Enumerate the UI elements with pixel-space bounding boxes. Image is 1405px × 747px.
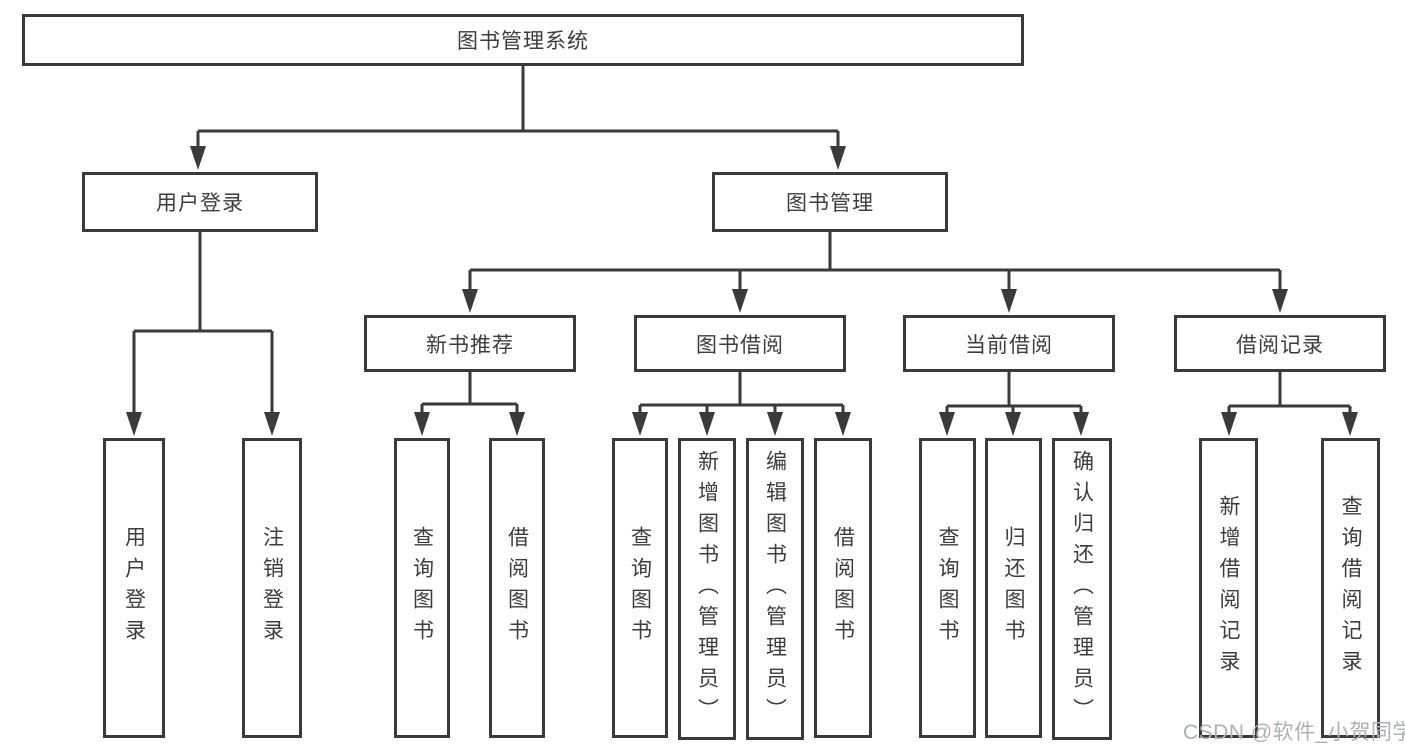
leaf-return-books-label: 归还图书 (1002, 526, 1025, 650)
node-new-book-recommendation: 新书推荐 (364, 315, 576, 372)
leaf-edit-books-admin-label: 编辑图书（管理员） (763, 449, 787, 729)
node-library-management-system: 图书管理系统 (22, 14, 1024, 66)
leaf-query-books-borrow: 查询图书 (612, 438, 668, 738)
node-current-borrowing: 当前借阅 (903, 315, 1115, 372)
leaf-borrow-books: 借阅图书 (814, 438, 872, 738)
leaf-borrow-books-recommend: 借阅图书 (489, 438, 545, 738)
leaf-borrow-books-recommend-label: 借阅图书 (505, 526, 529, 650)
leaf-logout-label: 注销登录 (260, 526, 284, 650)
leaf-query-books-borrow-label: 查询图书 (628, 526, 652, 650)
node-borrowing-records: 借阅记录 (1174, 315, 1386, 372)
leaf-query-borrow-record: 查询借阅记录 (1321, 438, 1380, 738)
leaf-query-books-recommend: 查询图书 (394, 438, 450, 738)
leaf-confirm-return-admin: 确认归还（管理员） (1052, 438, 1112, 740)
leaf-add-books-admin-label: 新增图书（管理员） (695, 449, 719, 729)
leaf-query-books-current: 查询图书 (919, 438, 976, 738)
leaf-add-books-admin: 新增图书（管理员） (678, 438, 736, 740)
leaf-query-books-recommend-label: 查询图书 (410, 526, 434, 650)
node-book-borrowing: 图书借阅 (634, 315, 846, 372)
leaf-add-borrow-record: 新增借阅记录 (1199, 438, 1258, 738)
node-book-management: 图书管理 (712, 172, 948, 232)
leaf-edit-books-admin: 编辑图书（管理员） (746, 438, 804, 740)
leaf-logout: 注销登录 (242, 438, 302, 738)
leaf-add-borrow-record-label: 新增借阅记录 (1217, 495, 1240, 681)
leaf-return-books: 归还图书 (985, 438, 1042, 738)
node-user-login: 用户登录 (82, 172, 318, 232)
leaf-confirm-return-admin-label: 确认归还（管理员） (1070, 449, 1094, 729)
leaf-borrow-books-label: 借阅图书 (831, 526, 855, 650)
leaf-user-login-label: 用户登录 (122, 526, 146, 650)
leaf-query-borrow-record-label: 查询借阅记录 (1339, 495, 1362, 681)
leaf-user-login: 用户登录 (103, 438, 165, 738)
leaf-query-books-current-label: 查询图书 (936, 526, 959, 650)
watermark: CSDN @软件_小贺同学 (1183, 721, 1405, 744)
